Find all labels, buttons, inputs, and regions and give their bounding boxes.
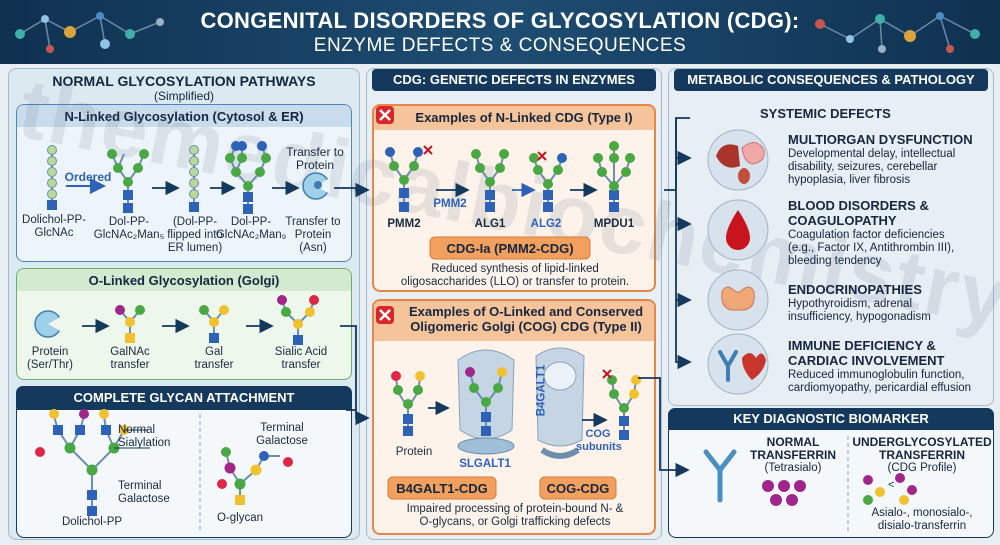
complete-glycan-box (16, 386, 352, 538)
alg1-label: ALG1 (474, 218, 506, 230)
mpdu1-glycan-icon (593, 141, 635, 212)
galnac-glycan-icon (115, 305, 145, 343)
alg2-label: ALG2 (530, 218, 562, 230)
item-multiorgan-title: MULTIORGAN DYSFUNCTION (788, 132, 973, 147)
organs-icon (707, 129, 769, 191)
terminal-galactose-label-2: Terminal Galactose (256, 422, 308, 447)
sialo-forms-label: Asialo-, monosialo-, disialo-transferrin (871, 507, 973, 532)
dol-pp-glcnac2man9-icon (225, 141, 271, 214)
biomarker-title: KEY DIAGNOSTIC BIOMARKER (668, 408, 994, 430)
normal-transferrin-label: NORMAL TRANSFERRIN (750, 435, 836, 462)
type2-description: Impaired processing of protein-bound N- … (406, 503, 624, 528)
o-glycan-complete-icon (217, 447, 293, 505)
cog-cdg-badge: COG-CDG (546, 481, 610, 496)
type1-title: Examples of N-Linked CDG (Type I) (415, 110, 633, 125)
alg2-glycan-icon (529, 151, 567, 212)
item-immune-desc: Reduced immunoglobulin function, cardiom… (788, 369, 972, 394)
svg-text:<: < (888, 479, 894, 491)
o-step-galnac: GalNAc transfer (110, 346, 150, 371)
ordered-label: Ordered (64, 170, 112, 184)
flipped-dolichol-icon (189, 145, 199, 212)
o-glycan-label: O-glycan (216, 512, 264, 524)
consequences-title: METABOLIC CONSEQUENCES & PATHOLOGY (674, 69, 988, 91)
golgi-enzyme-2-icon (535, 347, 585, 459)
molecule-decoration-right-icon (815, 12, 980, 53)
cog-subunits-label: COG subunits (576, 428, 622, 453)
underglycosylated-label: UNDERGLYCOSYLATED TRANSFERRIN (852, 435, 992, 462)
molecule-decoration-left-icon (15, 12, 164, 53)
page-subtitle: ENZYME DEFECTS & CONSEQUENCES (313, 35, 687, 56)
normal-pathways-title: NORMAL GLYCOSYLATION PATHWAYS (52, 73, 316, 89)
type1-description: Reduced synthesis of lipid-linked oligos… (400, 263, 630, 288)
protein-glycan-icon (391, 371, 425, 436)
pmm2-enzyme-label: PMM2 (433, 198, 467, 210)
normal-pathways-subtitle: (Simplified) (153, 89, 214, 103)
header-banner: CONGENITAL DISORDERS OF GLYCOSYLATION (C… (0, 0, 1000, 64)
item-blood-title: BLOOD DISORDERS & COAGULOPATHY (788, 198, 929, 228)
pmm2-label: PMM2 (387, 218, 421, 230)
type1-box (372, 104, 656, 292)
cog-glycan-icon (602, 369, 641, 440)
step-flipped: (Dol-PP- flipped into ER lumen) (167, 216, 223, 254)
item-endocrine-title: ENDOCRINOPATHIES (788, 282, 922, 297)
o-linked-title: O-Linked Glycosylation (Golgi) (88, 273, 280, 288)
pmm2-glycan-icon (385, 145, 433, 212)
sialic-glycan-icon (277, 295, 319, 345)
item-endocrine-desc: Hypothyroidism, adrenal insufficiency, h… (788, 298, 931, 323)
normal-sialylation-label: Normal Sialylation (118, 424, 171, 449)
blood-drop-icon (707, 199, 769, 261)
tetrasialo-dots-icon (762, 480, 806, 506)
transfer-to-protein-label: Transfer to Protein (286, 145, 344, 172)
dolichol-glcnac-icon (47, 145, 57, 210)
b4galt1-cdg-badge: B4GALT1-CDG (396, 481, 488, 496)
step-glcnac2man5: Dol-PP- GlcNAc₂Man₅ (93, 216, 165, 241)
step-transfer-asn: Transfer to Protein (Asn) (285, 216, 341, 254)
slgalt1-label: SLGALT1 (459, 458, 511, 470)
enzyme-ost-icon (302, 172, 330, 200)
systemic-defects-title: SYSTEMIC DEFECTS (760, 106, 891, 121)
item-multiorgan-desc: Developmental delay, intellectual disabi… (788, 148, 956, 186)
genetic-defects-title: CDG: GENETIC DEFECTS IN ENZYMES (372, 69, 656, 91)
alg1-glycan-icon (471, 149, 509, 212)
complete-n-glycan-icon (35, 409, 150, 516)
page-title: CONGENITAL DISORDERS OF GLYCOSYLATION (C… (200, 8, 800, 33)
type2-title: Examples of O-Linked and Conserved Oligo… (408, 304, 644, 334)
o-step-protein: Protein (Ser/Thr) (27, 346, 73, 371)
protein-ser-thr-icon (34, 310, 62, 338)
n-linked-title: N-Linked Glycosylation (Cytosol & ER) (64, 109, 304, 124)
item-immune-title: IMMUNE DEFICIENCY & CARDIAC INVOLVEMENT (788, 338, 945, 368)
mpdu1-label: MPDU1 (593, 218, 635, 230)
cdg-ia-badge-bg (429, 236, 591, 260)
thyroid-icon (707, 269, 769, 331)
cdg-ia-badge: CDG-Ia (PMM2-CDG) (446, 241, 574, 256)
antibody-heart-icon (707, 333, 769, 395)
golgi-enzyme-1-icon (457, 349, 515, 455)
o-step-sialic: Sialic Acid transfer (274, 346, 328, 371)
transferrin-antibody-icon (703, 449, 737, 503)
item-blood-desc: Coagulation factor deficiencies (e.g., F… (788, 229, 955, 267)
error-x-icon-2 (376, 306, 394, 324)
b4galt1-badge-bg (387, 476, 497, 500)
dol-pp-glcnac2man5-icon (107, 149, 149, 213)
cog-badge-bg (539, 476, 617, 500)
o-step-gal: Gal transfer (194, 346, 234, 371)
complete-glycan-title: COMPLETE GLYCAN ATTACHMENT (16, 386, 352, 410)
protein-label: Protein (395, 446, 433, 458)
step-dolichol-pp-glcnac: Dolichol-PP- GlcNAc (22, 214, 86, 239)
error-x-icon (376, 106, 394, 124)
dolichol-pp-label: Dolichol-PP (61, 516, 123, 528)
b4galt1-vertical-label: B4GALT1 (535, 364, 548, 417)
terminal-galactose-label-1: Terminal Galactose (118, 480, 170, 505)
underglycosylated-dots-icon: < (863, 473, 917, 505)
tetrasialo-label: (Tetrasialo) (764, 462, 822, 474)
cdg-profile-label: (CDG Profile) (887, 462, 957, 474)
step-glcnac2man9: Dol-PP- GlcNAc₂Man₉ (215, 216, 287, 241)
gal-glycan-icon (199, 305, 229, 343)
